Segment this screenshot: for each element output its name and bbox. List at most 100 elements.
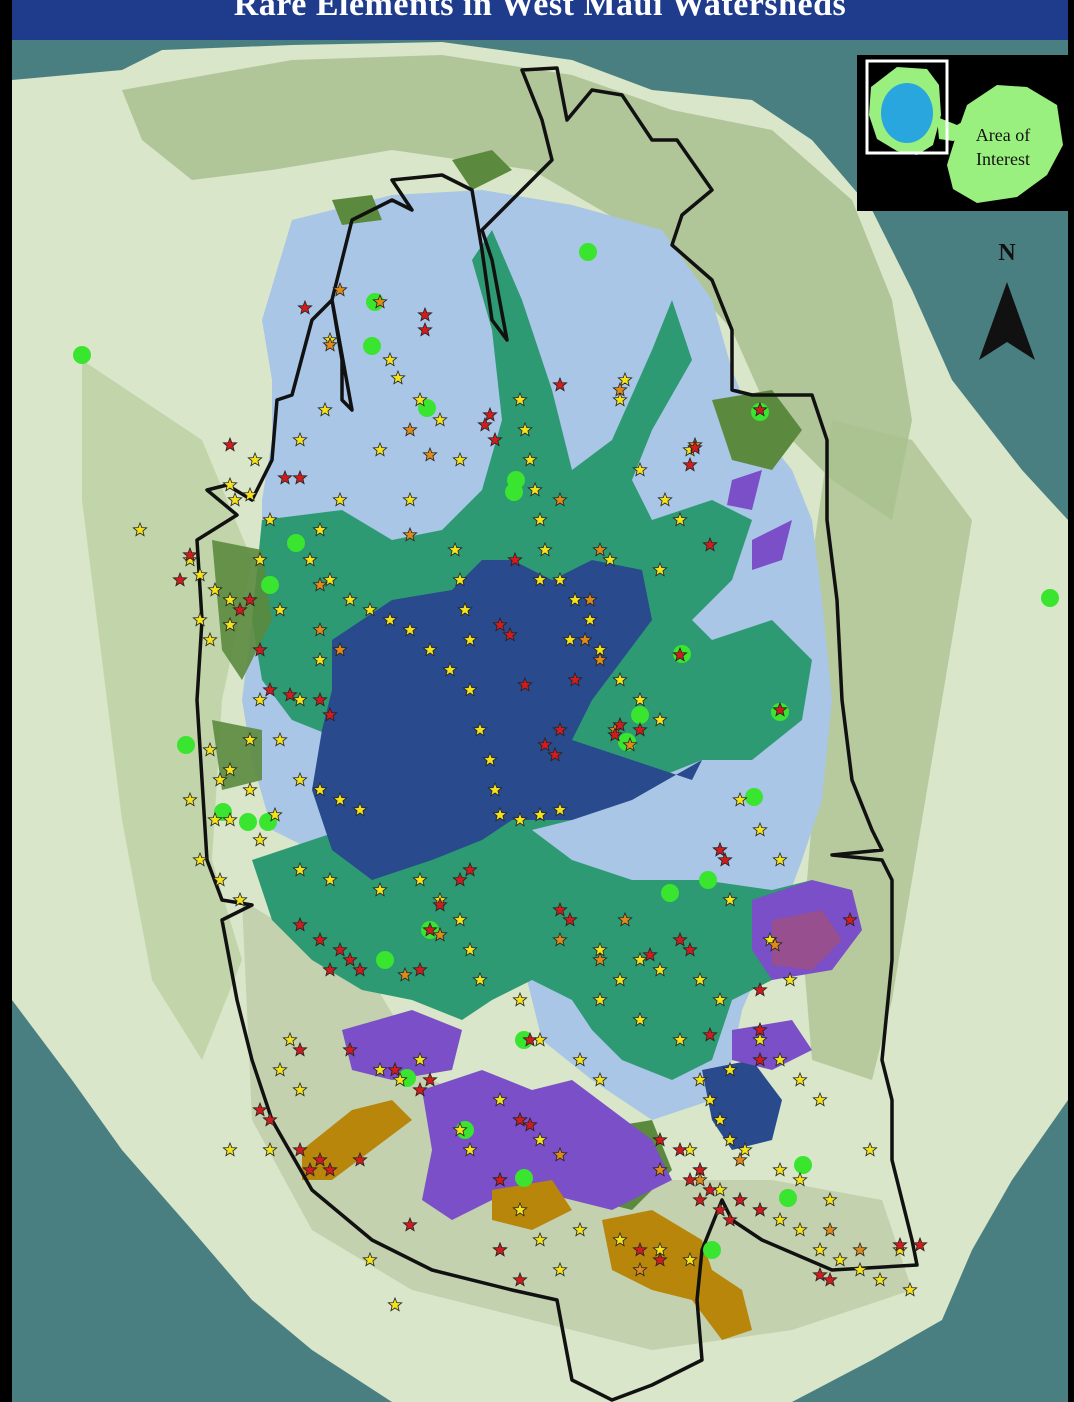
yellow-star-marker [737,1141,753,1157]
red-star-marker [342,951,358,967]
yellow-star-marker [412,871,428,887]
yellow-star-marker [387,1296,403,1312]
yellow-star-marker [612,671,628,687]
red-star-marker [752,1201,768,1217]
red-star-marker [702,1181,718,1197]
yellow-star-marker [522,451,538,467]
orange-star-marker [332,281,348,297]
inset-map: Area of Interest [857,55,1068,211]
yellow-star-marker [632,691,648,707]
inset-area-of-interest-fill [881,83,933,143]
orange-star-marker [312,621,328,637]
orange-star-marker [852,1241,868,1257]
yellow-star-marker [682,1251,698,1267]
yellow-star-marker [772,1211,788,1227]
green-dot-marker [287,534,305,552]
red-star-marker [522,1116,538,1132]
red-star-marker [402,1216,418,1232]
yellow-star-marker [412,391,428,407]
green-dot-marker [794,1156,812,1174]
yellow-star-marker [552,571,568,587]
yellow-star-marker [232,891,248,907]
red-star-marker [512,1111,528,1127]
yellow-star-marker [512,1201,528,1217]
yellow-star-marker [402,621,418,637]
yellow-star-marker [432,411,448,427]
red-star-marker [492,1171,508,1187]
orange-star-marker [652,1161,668,1177]
yellow-star-marker [242,781,258,797]
red-star-marker [492,616,508,632]
orange-star-marker [322,336,338,352]
yellow-star-marker [362,601,378,617]
yellow-star-marker [222,811,238,827]
yellow-star-marker [532,1231,548,1247]
yellow-star-marker [492,806,508,822]
yellow-star-marker [712,1111,728,1127]
yellow-star-marker [312,781,328,797]
yellow-star-marker [652,961,668,977]
inset-island [865,59,1063,203]
red-star-marker [772,701,788,717]
red-star-marker [692,1161,708,1177]
yellow-star-marker [207,811,223,827]
orange-star-marker [592,541,608,557]
red-star-marker [612,716,628,732]
orange-star-marker [612,381,628,397]
yellow-star-marker [382,351,398,367]
yellow-star-marker [452,451,468,467]
red-star-marker [642,946,658,962]
red-star-marker [842,911,858,927]
yellow-star-marker [552,801,568,817]
red-star-marker [552,721,568,737]
map-canvas[interactable] [12,40,1068,1402]
red-star-marker [302,1161,318,1177]
zone-orange-southwest [302,1100,412,1180]
yellow-star-marker [312,651,328,667]
yellow-star-marker [832,1251,848,1267]
yellow-star-marker [752,821,768,837]
yellow-star-marker [512,811,528,827]
orange-star-marker [552,491,568,507]
yellow-star-marker [902,1281,918,1297]
red-star-marker [422,921,438,937]
yellow-star-marker [242,731,258,747]
yellow-star-marker [702,1091,718,1107]
green-dot-marker [1041,589,1059,607]
yellow-star-marker [772,1051,788,1067]
zone-orange-purple-edge [492,1180,572,1230]
yellow-star-marker [322,871,338,887]
yellow-star-marker [292,1081,308,1097]
red-star-marker [322,706,338,722]
yellow-star-marker [552,1261,568,1277]
yellow-star-marker [202,631,218,647]
yellow-star-marker [782,971,798,987]
yellow-star-marker [342,591,358,607]
red-star-marker [322,1161,338,1177]
red-star-marker [547,746,563,762]
red-star-marker [912,1236,928,1252]
red-star-marker [292,469,308,485]
red-star-marker [632,1241,648,1257]
yellow-star-marker [692,971,708,987]
map-title: Rare Elements in West Maui Watersheds [233,0,847,23]
orange-star-marker [432,926,448,942]
yellow-star-marker [252,831,268,847]
red-star-marker [892,1236,908,1252]
yellow-star-marker [732,791,748,807]
red-star-marker [702,1026,718,1042]
yellow-star-marker [132,521,148,537]
green-dot-marker [579,243,597,261]
yellow-star-marker [532,511,548,527]
yellow-star-marker [222,1141,238,1157]
yellow-star-marker [372,441,388,457]
north-label: N [998,240,1016,266]
red-star-marker [752,1051,768,1067]
yellow-star-marker [852,1261,868,1277]
red-star-marker [352,961,368,977]
yellow-star-marker [202,741,218,757]
yellow-star-marker [602,551,618,567]
red-star-marker [292,1141,308,1157]
green-dot-marker [73,346,91,364]
